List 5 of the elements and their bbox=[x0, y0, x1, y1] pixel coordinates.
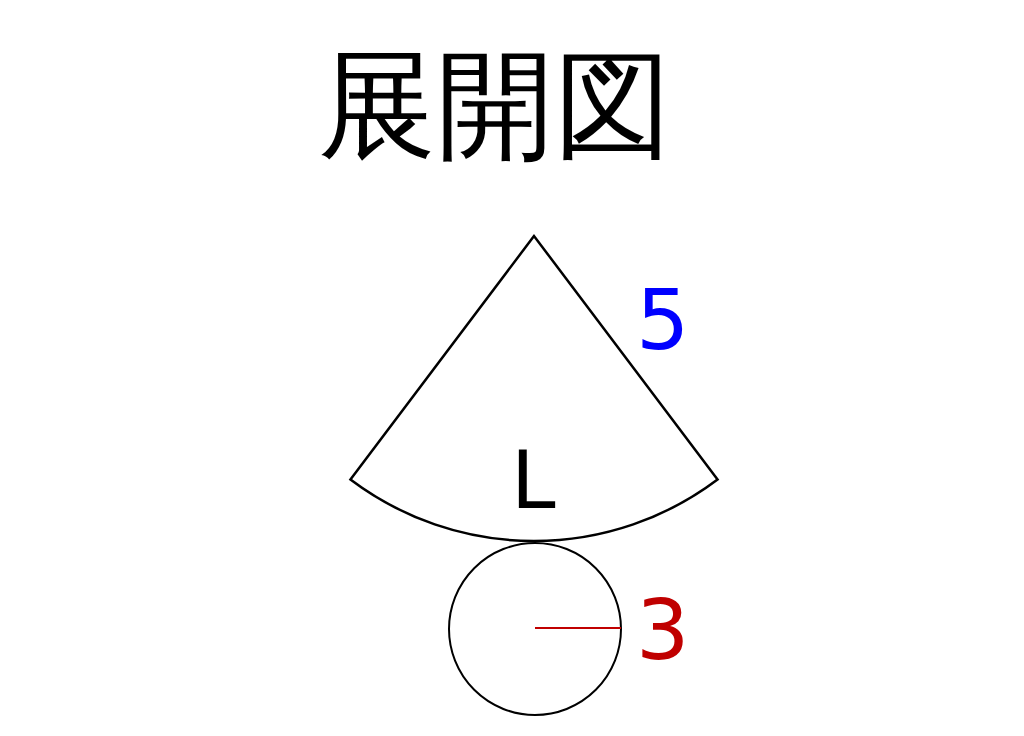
slant-length-label: 5 bbox=[636, 272, 690, 368]
circle bbox=[448, 542, 622, 716]
radius-label: 3 bbox=[636, 582, 690, 678]
title: 展開図 bbox=[317, 35, 673, 176]
arc-length-label: L bbox=[511, 436, 556, 526]
